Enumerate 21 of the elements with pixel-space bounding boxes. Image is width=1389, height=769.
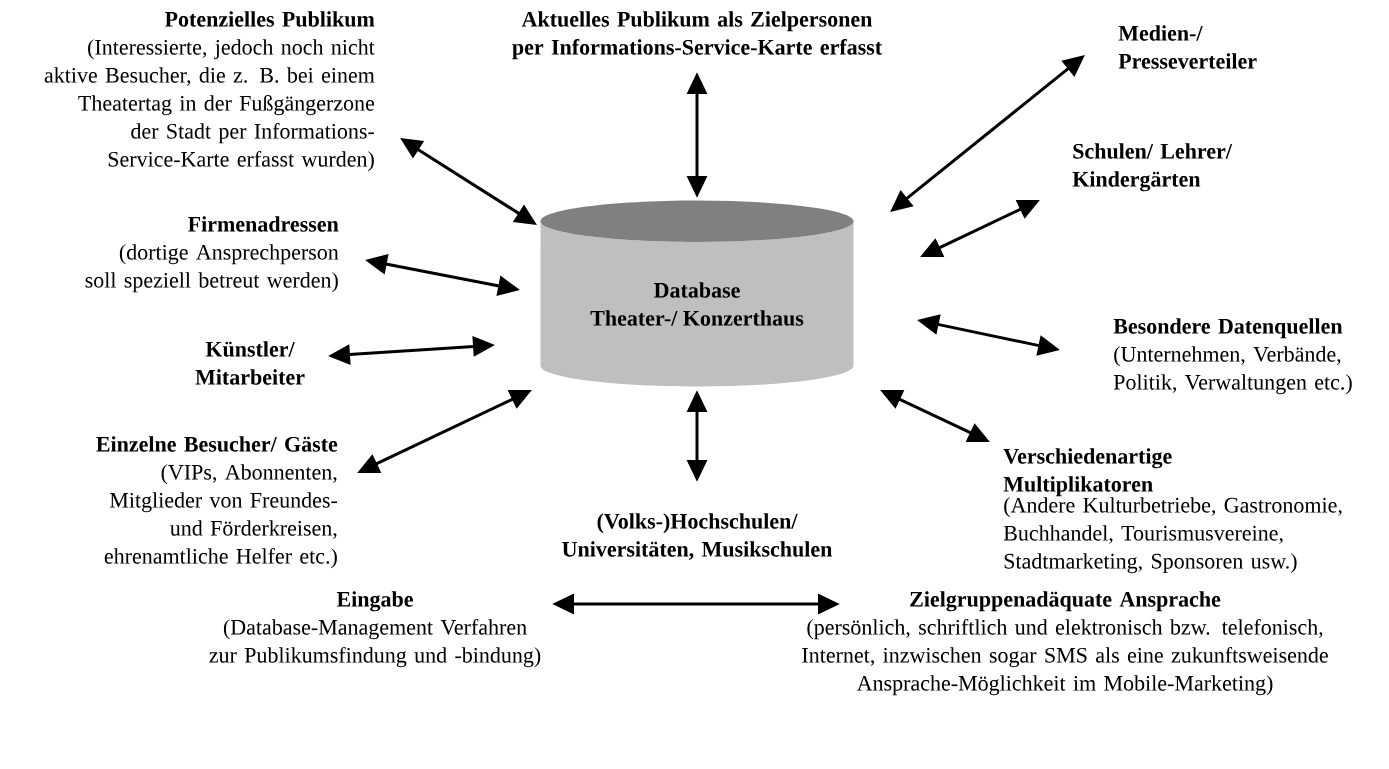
- description-text: (Database-Management Verfahren zur Publikumsfindung und -bindung): [209, 619, 541, 668]
- description-text: (dortige Ansprechperson soll speziell betreut werden): [85, 244, 339, 293]
- label-text: Aktuelles Publikum als Zielpersonen per Informations-Service-Karte erfasst: [512, 11, 882, 60]
- label-text: Schulen/ Lehrer/ Kindergärten: [1072, 143, 1233, 192]
- database-label: Database Theater-/ Konzerthaus: [590, 282, 804, 326]
- description-text: (Interessierte, jedoch noch nicht aktive Besucher, die z. B. bei einem Theatertag in der Fußgängerzone der Stadt per Informations-Service-Karte erfasst wurden): [44, 39, 375, 172]
- heading-text: Verschiedenartige Multiplikatoren: [1003, 448, 1172, 497]
- label-text: Künstler/ Mitarbeiter: [195, 341, 305, 385]
- heading-text: Zielgruppenadäquate Ansprache: [910, 591, 1221, 612]
- heading-text: Eingabe: [336, 591, 413, 612]
- heading-text: Besondere Datenquellen: [1113, 318, 1343, 339]
- description-text: (Unternehmen, Verbände, Politik, Verwaltungen etc.): [1113, 346, 1352, 395]
- label-text: (Volks-)Hochschulen/ Universitäten, Musikschulen: [562, 513, 833, 560]
- description-text: (Andere Kulturbetriebe, Gastronomie, Buchhandel, Tourismusvereine, Stadtmarketing, Sponsoren usw.): [1003, 497, 1342, 574]
- heading-text: Einzelne Besucher/ Gäste: [96, 436, 338, 452]
- database-cylinder: [540, 200, 854, 387]
- description-text: (VIPs, Abonnenten, Mitglieder von Freundes- und Förderkreisen, ehrenamtliche Helfer etc.): [104, 464, 337, 569]
- heading-text: Potenzielles Publikum: [164, 11, 375, 27]
- label-text: Medien-/ Presseverteiler: [1118, 25, 1257, 69]
- heading-text: Firmenadressen: [188, 216, 339, 232]
- description-text: (persönlich, schriftlich und elektronisch bzw. telefonisch, Internet, inzwischen sogar SMS als eine zukunftsweisende Ansprache-Möglichkeit im Mobile-Marketing): [802, 619, 1328, 696]
